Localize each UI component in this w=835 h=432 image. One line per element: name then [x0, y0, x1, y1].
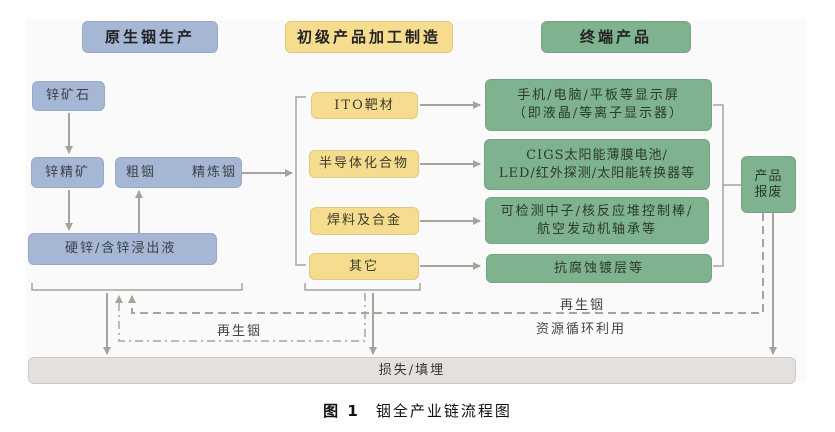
figure-number: 图 1	[323, 402, 360, 420]
node-crude-indium: 粗铟	[126, 164, 157, 180]
neutron-line1: 可检测中子/核反应堆控制棒/	[500, 203, 694, 219]
label-recycled-indium-left: 再生铟	[217, 324, 263, 339]
display-line2: （即液晶/等离子显示器）	[512, 106, 685, 121]
node-loss-landfill: 损失/填埋	[28, 357, 796, 384]
solar-line2: LED/红外探测/太阳能转换器等	[498, 165, 696, 181]
node-semiconductor-compound: 半导体化合物	[309, 150, 419, 178]
header-primary-processing: 初级产品加工制造	[285, 21, 453, 53]
node-hard-zinc-leachate: 硬锌/含锌浸出液	[28, 233, 217, 265]
node-display-screens: 手机/电脑/平板等显示屏 （即液晶/等离子显示器）	[485, 79, 712, 131]
node-zinc-ore: 锌矿石	[32, 81, 105, 111]
figure-title: 铟全产业链流程图	[375, 402, 512, 420]
node-other: 其它	[309, 253, 419, 280]
node-anticorrosion-coating: 抗腐蚀镀层等	[486, 254, 712, 283]
solar-line1: CIGS太阳能薄膜电池/	[526, 147, 668, 163]
figure-caption: 图 1 铟全产业链流程图	[0, 400, 835, 421]
display-line1: 手机/电脑/平板等显示屏	[517, 88, 680, 104]
node-neutron-control-rods: 可检测中子/核反应堆控制棒/ 航空发动机轴承等	[485, 197, 709, 244]
scrap-line1: 产品	[754, 168, 783, 184]
header-terminal-products: 终端产品	[541, 21, 691, 53]
node-product-scrap: 产品 报废	[741, 156, 796, 213]
header-primary-production: 原生铟生产	[82, 21, 218, 53]
node-refined-indium: 精炼铟	[192, 164, 238, 180]
node-crude-refined-indium: 粗铟 精炼铟	[115, 157, 242, 188]
scrap-line2: 报废	[754, 184, 783, 200]
node-solder-alloy: 焊料及合金	[310, 207, 419, 235]
node-ito-target: ITO靶材	[311, 92, 418, 119]
label-recycled-indium-right: 再生铟	[560, 298, 606, 313]
node-zinc-concentrate: 锌精矿	[31, 157, 104, 188]
label-resource-recycling: 资源循环利用	[536, 322, 627, 337]
neutron-line2: 航空发动机轴承等	[536, 221, 657, 237]
node-solar-led: CIGS太阳能薄膜电池/ LED/红外探测/太阳能转换器等	[484, 139, 710, 190]
